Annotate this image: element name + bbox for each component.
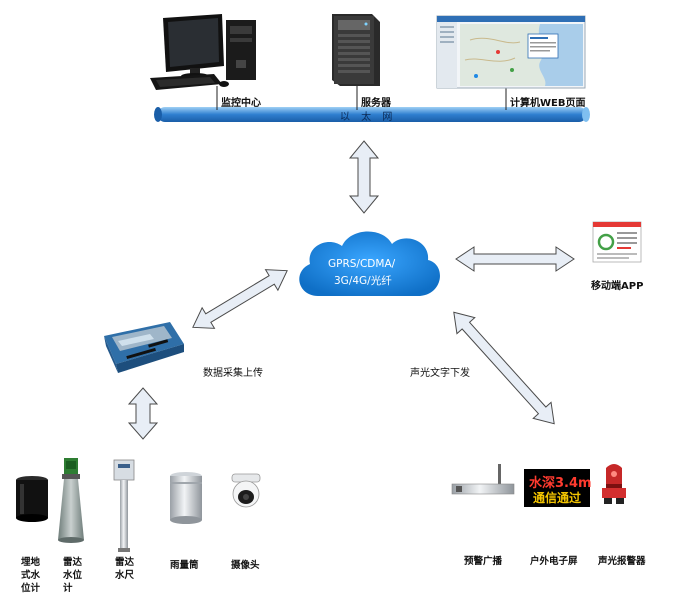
arrow-sensors-collector	[127, 387, 159, 440]
sound-light-text-label: 声光文字下发	[410, 368, 470, 379]
warning-broadcast-icon	[451, 464, 515, 495]
arrow-collector-cloud	[192, 269, 288, 329]
radar-water-ruler-icon	[113, 459, 135, 552]
sensor-label-buried-gauge: 埋地式水位计	[21, 557, 41, 594]
arrow-cloud-outputs	[453, 311, 555, 425]
mobile-app-screenshot-icon	[592, 221, 642, 263]
sensor-label-rain-gauge: 雨量筒	[170, 560, 199, 571]
arrow-ethernet-cloud	[348, 140, 380, 214]
dome-camera-icon	[231, 473, 261, 508]
server-label: 服务器	[361, 98, 391, 109]
led-screen-line1: 水深3.4m	[529, 476, 592, 491]
monitor-center-label: 监控中心	[221, 98, 261, 109]
data-upload-label: 数据采集上传	[203, 368, 263, 379]
web-map-page-icon	[436, 15, 586, 89]
sound-light-alarm-icon	[602, 464, 626, 504]
rain-gauge-icon	[170, 472, 202, 524]
web-page-label: 计算机WEB页面	[510, 98, 586, 109]
buried-water-level-gauge-icon	[16, 476, 48, 522]
outdoor-led-screen-icon	[524, 469, 590, 507]
output-label-led-screen: 户外电子屏	[530, 556, 578, 567]
led-screen-line2: 通信通过	[533, 491, 582, 505]
arrow-cloud-mobile	[455, 246, 575, 272]
output-label-broadcast: 预警广播	[464, 556, 503, 567]
cloud-label-line1: GPRS/CDMA/	[328, 258, 396, 270]
cloud-label-line2: 3G/4G/光纤	[334, 275, 392, 287]
sensor-label-camera: 摄像头	[231, 560, 260, 571]
radar-water-level-gauge-icon	[58, 458, 84, 543]
cloud-network-icon	[299, 231, 440, 296]
desktop-computer-icon	[150, 14, 256, 90]
ethernet-label: 以 太 网	[340, 112, 397, 123]
output-label-alarm: 声光报警器	[598, 556, 646, 567]
sensor-label-radar-gauge: 雷达水位计	[63, 557, 83, 594]
data-collector-icon	[104, 322, 184, 373]
ethernet-pipe	[154, 107, 590, 122]
mobile-app-label: 移动端APP	[591, 281, 644, 292]
sensor-label-radar-ruler: 雷达水尺	[115, 557, 135, 581]
server-icon	[332, 14, 380, 86]
